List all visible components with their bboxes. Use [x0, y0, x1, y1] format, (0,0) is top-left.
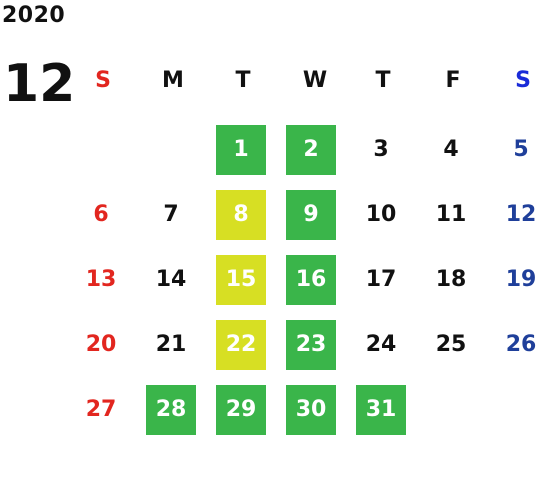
day-cell-25[interactable]: 25: [435, 332, 467, 357]
day-cell-18[interactable]: 18: [435, 267, 467, 292]
day-cell-4[interactable]: 4: [443, 137, 459, 162]
year-label: 2020: [2, 3, 66, 28]
day-cell-9[interactable]: 9: [286, 190, 336, 240]
day-cell-15[interactable]: 15: [216, 255, 266, 305]
month-label: 12: [3, 54, 76, 114]
day-cell-5[interactable]: 5: [513, 137, 529, 162]
day-cell-16[interactable]: 16: [286, 255, 336, 305]
day-cell-24[interactable]: 24: [365, 332, 397, 357]
weekday-header-saturday: S: [515, 68, 531, 93]
day-cell-31[interactable]: 31: [356, 385, 406, 435]
day-cell-8[interactable]: 8: [216, 190, 266, 240]
day-cell-28[interactable]: 28: [146, 385, 196, 435]
day-cell-20[interactable]: 20: [85, 332, 117, 357]
day-cell-30[interactable]: 30: [286, 385, 336, 435]
weekday-header-monday: M: [162, 68, 184, 93]
day-cell-17[interactable]: 17: [365, 267, 397, 292]
day-cell-6[interactable]: 6: [93, 202, 109, 227]
day-cell-2[interactable]: 2: [286, 125, 336, 175]
day-cell-13[interactable]: 13: [85, 267, 117, 292]
weekday-header-thursday: T: [375, 68, 391, 93]
day-cell-14[interactable]: 14: [155, 267, 187, 292]
day-cell-22[interactable]: 22: [216, 320, 266, 370]
day-cell-27[interactable]: 27: [85, 397, 117, 422]
day-cell-21[interactable]: 21: [155, 332, 187, 357]
weekday-header-friday: F: [445, 68, 461, 93]
weekday-header-tuesday: T: [235, 68, 251, 93]
day-cell-19[interactable]: 19: [505, 267, 537, 292]
day-cell-1[interactable]: 1: [216, 125, 266, 175]
day-cell-7[interactable]: 7: [163, 202, 179, 227]
day-cell-23[interactable]: 23: [286, 320, 336, 370]
day-cell-11[interactable]: 11: [435, 202, 467, 227]
day-cell-10[interactable]: 10: [365, 202, 397, 227]
day-cell-26[interactable]: 26: [505, 332, 537, 357]
day-cell-12[interactable]: 12: [505, 202, 537, 227]
weekday-header-sunday: S: [95, 68, 111, 93]
day-cell-29[interactable]: 29: [216, 385, 266, 435]
weekday-header-wednesday: W: [302, 68, 328, 93]
day-cell-3[interactable]: 3: [373, 137, 389, 162]
